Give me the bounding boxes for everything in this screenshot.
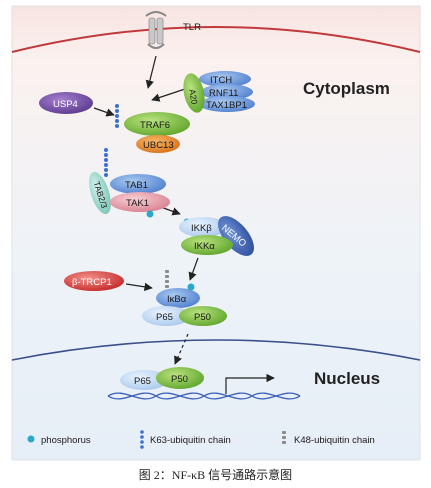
- ubc13-label: UBC13: [143, 140, 174, 151]
- rnf11-protein: [201, 84, 253, 100]
- p50-protein: [179, 306, 227, 326]
- nucleus-label: Nucleus: [314, 369, 380, 388]
- usp4-protein: [39, 92, 93, 114]
- p65-protein: [142, 306, 190, 326]
- legend-k48-icon: [282, 431, 286, 444]
- tlr-receptor: [145, 11, 167, 49]
- btrcp1-protein: [64, 271, 124, 291]
- arrow-usp4-inhibit: [93, 107, 115, 117]
- k48-chain-ikba: [165, 270, 169, 288]
- ikba-protein: [156, 288, 200, 308]
- k63-chain-tab23: [104, 148, 108, 177]
- arrow-a20-inhibit: [151, 87, 189, 102]
- p50-label: P50: [194, 312, 211, 323]
- traf6-label: TRAF6: [140, 120, 170, 131]
- tak1-label: TAK1: [126, 198, 149, 209]
- transcription-arrow: [225, 373, 275, 394]
- itch-protein: [199, 71, 251, 87]
- a20-label: A20: [187, 88, 200, 105]
- legend-k63-label: K63-ubiquitin chain: [150, 435, 231, 446]
- p65-nuclear-label: P65: [134, 376, 151, 387]
- tlr-label: TLR: [183, 22, 201, 33]
- tax1bp1-protein: [199, 96, 255, 112]
- arrow-btrcp1-to-ikba: [125, 282, 153, 292]
- ikka-label: IKKα: [194, 241, 215, 252]
- a20-protein: [183, 73, 205, 113]
- itch-label: ITCH: [210, 75, 232, 86]
- dna-helix: [107, 392, 301, 400]
- cytoplasm-label: Cytoplasm: [303, 79, 390, 98]
- legend-k48-label: K48-ubiquitin chain: [294, 435, 375, 446]
- tak1-protein: [110, 192, 170, 212]
- ikba-label: IκBα: [167, 294, 187, 305]
- tab23-protein: [89, 171, 111, 215]
- arrow-ikk-to-ikba: [188, 257, 199, 281]
- ikka-protein: [181, 235, 233, 255]
- tax1bp1-label: TAX1BP1: [206, 100, 247, 111]
- k63-chain-traf6: [115, 104, 119, 128]
- figure-caption: 图 2：NF-κB 信号通路示意图: [138, 468, 293, 482]
- nemo-protein: [218, 216, 254, 256]
- legend-phospho-icon: [27, 435, 35, 443]
- rnf11-label: RNF11: [209, 88, 238, 99]
- legend: phosphorus K63-ubiquitin chain K48-ubiqu…: [27, 430, 375, 449]
- ikkb-label: IKKβ: [191, 223, 212, 234]
- arrow-tlr-to-traf6: [145, 55, 157, 89]
- p65-label: P65: [156, 312, 173, 323]
- tab1-label: TAB1: [125, 180, 148, 191]
- p50-nuclear-label: P50: [171, 374, 188, 385]
- phospho-tak1: [146, 210, 154, 218]
- traf6-protein: [124, 112, 190, 136]
- tab1-protein: [110, 174, 166, 194]
- ikkb-protein: [179, 217, 227, 237]
- nuclear-membrane: [11, 339, 421, 361]
- cell-membrane: [11, 26, 421, 53]
- legend-phosphorus-label: phosphorus: [41, 435, 91, 446]
- p65-nuclear-protein: [120, 370, 168, 390]
- legend-k63-icon: [140, 430, 144, 449]
- usp4-label: USP4: [53, 99, 78, 110]
- phospho-ikba: [187, 283, 195, 291]
- btrcp1-label: β-TRCP1: [72, 277, 112, 288]
- p50-nuclear-protein: [156, 367, 204, 389]
- ubc13-protein: [136, 135, 180, 153]
